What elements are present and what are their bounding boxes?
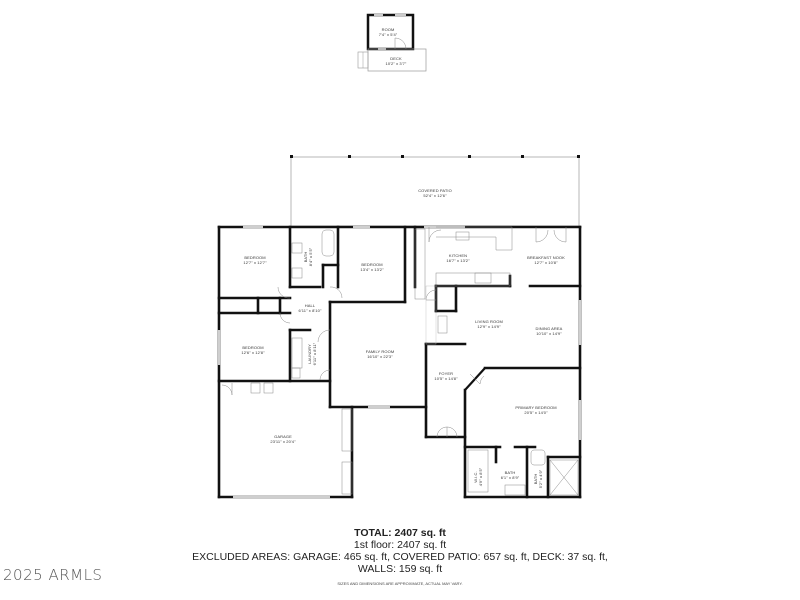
room-label-bath-1: BATH 8'4" x 5'5" xyxy=(303,247,313,267)
disclaimer: SIZES AND DIMENSIONS ARE APPROXIMATE, AC… xyxy=(337,581,463,586)
room-label-living-room: LIVING ROOM 12'9" x 14'9" xyxy=(475,319,503,329)
room-label-bedroom-1: BEDROOM 12'7" x 12'7" xyxy=(243,255,267,265)
summary-excluded: EXCLUDED AREAS: GARAGE: 465 sq. ft, COVE… xyxy=(192,551,608,563)
room-label-garage: GARAGE 23'11" x 20'4" xyxy=(270,434,296,444)
outbuilding xyxy=(357,13,427,72)
summary-floor: 1st floor: 2407 sq. ft xyxy=(353,539,447,551)
room-label-bedroom-3: BEDROOM 12'6" x 12'8" xyxy=(241,345,265,355)
room-label-primary-bedroom: PRIMARY BEDROOM 20'5" x 14'0" xyxy=(515,405,557,415)
house-walls xyxy=(217,225,582,499)
room-label-bedroom-2: BEDROOM 13'4" x 13'2" xyxy=(360,262,384,272)
room-label-breakfast-nook: BREAKFAST NOOK 12'7" x 10'8" xyxy=(527,255,565,265)
fixtures-and-doors xyxy=(221,226,579,496)
room-label-dining-area: DINING AREA 10'10" x 14'9" xyxy=(535,326,563,336)
room-label-bath-2: BATH 6'1" x 8'9" xyxy=(500,470,520,480)
watermark: 2025 ARMLS xyxy=(3,566,103,584)
summary-walls: WALLS: 159 sq. ft xyxy=(357,563,443,575)
room-label-family-room: FAMILY ROOM 16'10" x 22'3" xyxy=(365,349,395,359)
room-label-bath-3: BATH 5'2" x 4'9" xyxy=(533,469,543,489)
room-label-kitchen: KITCHEN 16'7" x 13'2" xyxy=(446,253,470,263)
foyer-closet-outline xyxy=(425,285,437,345)
room-label-covered-patio: COVERED PATIO 52'4" x 12'6" xyxy=(418,188,452,198)
room-label-deck: DECK 10'2" x 3'7" xyxy=(385,56,407,66)
room-label-foyer: FOYER 10'5" x 14'8" xyxy=(434,371,458,381)
room-label-outbuilding: ROOM 7'4" x 5'4" xyxy=(378,27,398,37)
room-label-laundry: LAUNDRY 6'11" x 8'11" xyxy=(307,342,317,366)
summary-total: TOTAL: 2407 sq. ft xyxy=(354,527,446,539)
room-label-wic: W.I.C. 4'9" x 8'5" xyxy=(473,467,483,487)
room-label-hall: HALL 6'11" x 8'10" xyxy=(298,303,322,313)
